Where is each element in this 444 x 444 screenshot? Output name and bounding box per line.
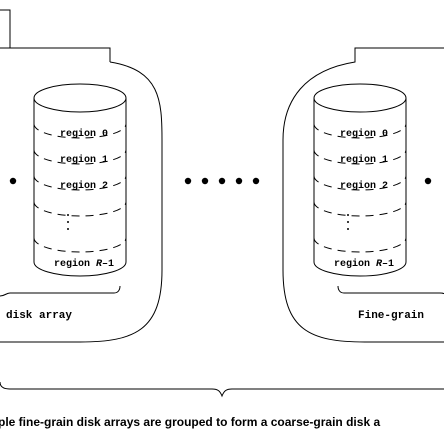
ellipsis-dot <box>347 228 349 230</box>
region-last-var: R <box>376 259 383 270</box>
right-array-brace <box>337 285 444 295</box>
region-last-suffix: –1 <box>382 259 394 270</box>
right-disk-cylinder: region 0 region 1 region 2 region R–1 <box>313 83 407 277</box>
array-ellipsis <box>9 177 432 185</box>
region-label: region 2 <box>340 180 388 192</box>
ellipsis-dot <box>218 177 226 185</box>
region-label: region 2 <box>60 180 108 192</box>
right-cylinder-bottom <box>313 261 407 277</box>
left-array-label: disk array <box>6 310 72 322</box>
ellipsis-dot <box>235 177 243 185</box>
figure-caption: ple fine-grain disk arrays are grouped t… <box>0 415 380 429</box>
right-cylinder-top <box>313 83 407 113</box>
left-divider <box>33 175 127 191</box>
ellipsis-dot <box>67 214 69 216</box>
top-left-bracket <box>0 9 11 49</box>
left-cylinder-top <box>33 83 127 113</box>
ellipsis-dot <box>252 177 260 185</box>
ellipsis-dot <box>9 177 17 185</box>
ellipsis-dot <box>347 221 349 223</box>
right-enclosure <box>282 47 444 343</box>
ellipsis-dot <box>347 214 349 216</box>
region-last-var: R <box>96 259 103 270</box>
ellipsis-dot <box>184 177 192 185</box>
left-divider <box>33 149 127 165</box>
ellipsis-dot <box>67 228 69 230</box>
right-divider <box>313 201 407 217</box>
region-label-last: region R–1 <box>54 258 114 270</box>
left-array-brace <box>0 285 121 297</box>
right-array-label: Fine-grain <box>358 310 424 322</box>
region-label: region 1 <box>340 154 388 166</box>
left-divider <box>33 123 127 139</box>
left-enclosure <box>0 61 163 343</box>
right-divider <box>313 237 407 253</box>
right-divider <box>313 149 407 165</box>
right-divider <box>313 175 407 191</box>
coarse-grain-brace <box>0 381 444 398</box>
region-last-prefix: region <box>334 258 376 270</box>
right-divider <box>313 123 407 139</box>
left-connector-line <box>0 47 111 62</box>
ellipsis-dot <box>67 221 69 223</box>
ellipsis-dot <box>424 177 432 185</box>
region-label-last: region R–1 <box>334 258 394 270</box>
region-label: region 1 <box>60 154 108 166</box>
region-last-prefix: region <box>54 258 96 270</box>
left-disk-cylinder: region 0 region 1 region 2 region R–1 <box>33 83 127 277</box>
ellipsis-dot <box>201 177 209 185</box>
region-label: region 0 <box>60 128 108 140</box>
region-last-suffix: –1 <box>102 259 114 270</box>
region-label: region 0 <box>340 128 388 140</box>
left-cylinder-bottom <box>33 261 127 277</box>
left-divider <box>33 201 127 217</box>
left-divider <box>33 237 127 253</box>
